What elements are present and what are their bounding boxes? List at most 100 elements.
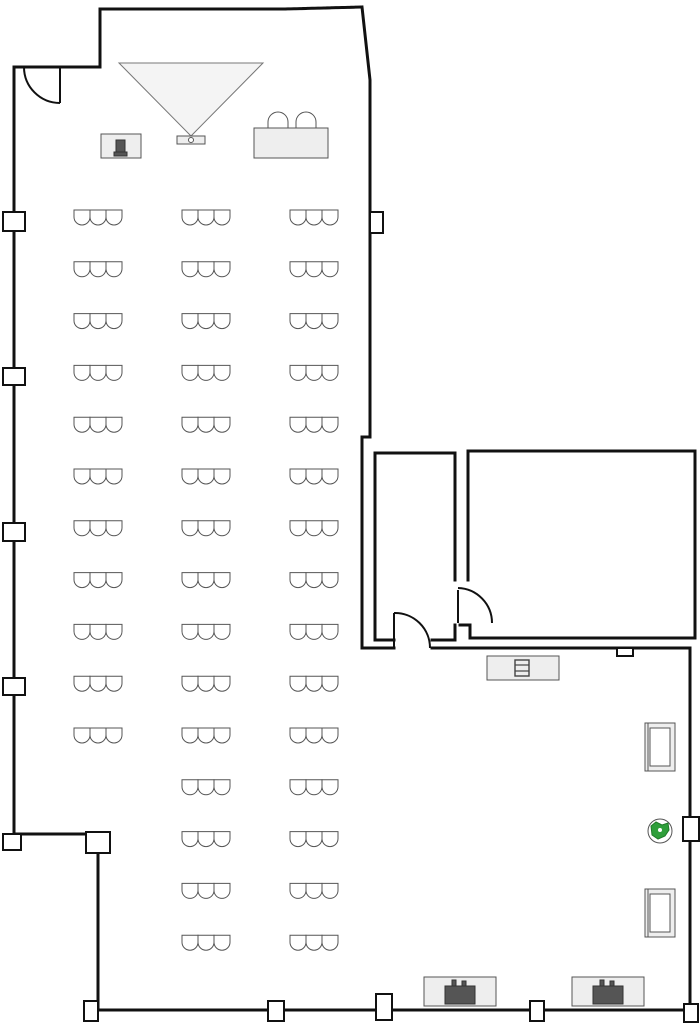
chair-icon[interactable] [213,831,231,848]
chair-icon[interactable] [213,364,231,381]
chair-icon[interactable] [89,675,107,692]
chair-icon[interactable] [289,313,307,330]
chair-icon[interactable] [321,934,339,951]
chair-icon[interactable] [105,572,123,589]
chair-icon[interactable] [181,882,199,899]
chair-icon[interactable] [213,623,231,640]
chair-icon[interactable] [197,934,215,951]
chair-icon[interactable] [89,313,107,330]
chair-icon[interactable] [105,313,123,330]
sofa-icon[interactable] [644,722,676,772]
chair-icon[interactable] [197,520,215,537]
chair-icon[interactable] [305,882,323,899]
chair-icon[interactable] [105,727,123,744]
chair-icon[interactable] [305,779,323,796]
chair-icon[interactable] [321,882,339,899]
chair-icon[interactable] [181,779,199,796]
chair-icon[interactable] [289,364,307,381]
chair-icon[interactable] [181,209,199,226]
chair-icon[interactable] [89,520,107,537]
chair-icon[interactable] [181,313,199,330]
buffet-icon[interactable] [423,976,497,1007]
chair-icon[interactable] [73,261,91,278]
sofa-icon[interactable] [644,888,676,938]
chair-icon[interactable] [213,675,231,692]
chair-icon[interactable] [197,313,215,330]
chair-icon[interactable] [289,623,307,640]
chair-icon[interactable] [181,261,199,278]
chair-icon[interactable] [89,468,107,485]
chair-icon[interactable] [321,572,339,589]
chair-icon[interactable] [73,572,91,589]
chair-icon[interactable] [321,727,339,744]
chair-icon[interactable] [105,468,123,485]
chair-icon[interactable] [213,520,231,537]
chair-icon[interactable] [305,520,323,537]
chair-icon[interactable] [73,520,91,537]
chair-icon[interactable] [305,261,323,278]
chair-icon[interactable] [213,934,231,951]
chair-icon[interactable] [289,209,307,226]
chair-icon[interactable] [197,831,215,848]
headtable-icon[interactable] [253,111,329,159]
door-icon-inner-right[interactable] [457,587,493,624]
chair-icon[interactable] [181,727,199,744]
chair-icon[interactable] [89,261,107,278]
chair-icon[interactable] [89,364,107,381]
chair-icon[interactable] [213,209,231,226]
chair-icon[interactable] [213,882,231,899]
chair-icon[interactable] [181,831,199,848]
chair-icon[interactable] [105,675,123,692]
chair-icon[interactable] [321,364,339,381]
chair-icon[interactable] [305,623,323,640]
chair-icon[interactable] [289,831,307,848]
chair-icon[interactable] [89,209,107,226]
chair-icon[interactable] [73,313,91,330]
chair-icon[interactable] [289,261,307,278]
chair-icon[interactable] [197,468,215,485]
buffet-icon[interactable] [571,976,645,1007]
chair-icon[interactable] [197,416,215,433]
chair-icon[interactable] [197,364,215,381]
projector-icon[interactable] [117,62,265,145]
chair-icon[interactable] [289,416,307,433]
chair-icon[interactable] [289,882,307,899]
chair-icon[interactable] [73,364,91,381]
chair-icon[interactable] [321,623,339,640]
chair-icon[interactable] [289,727,307,744]
chair-icon[interactable] [321,779,339,796]
chair-icon[interactable] [289,779,307,796]
chair-icon[interactable] [181,364,199,381]
chair-icon[interactable] [105,416,123,433]
door-icon-main[interactable] [23,66,61,104]
chair-icon[interactable] [305,364,323,381]
chair-icon[interactable] [197,675,215,692]
chair-icon[interactable] [321,261,339,278]
chair-icon[interactable] [197,727,215,744]
chair-icon[interactable] [305,209,323,226]
chair-icon[interactable] [289,675,307,692]
chair-icon[interactable] [73,623,91,640]
chair-icon[interactable] [321,520,339,537]
chair-icon[interactable] [213,572,231,589]
chair-icon[interactable] [213,416,231,433]
chair-icon[interactable] [73,675,91,692]
chair-icon[interactable] [305,934,323,951]
chair-icon[interactable] [181,520,199,537]
chair-icon[interactable] [289,934,307,951]
chair-icon[interactable] [197,209,215,226]
chair-icon[interactable] [305,831,323,848]
chair-icon[interactable] [105,520,123,537]
chair-icon[interactable] [197,261,215,278]
chair-icon[interactable] [321,313,339,330]
chair-icon[interactable] [197,623,215,640]
chair-icon[interactable] [89,727,107,744]
chair-icon[interactable] [89,416,107,433]
chair-icon[interactable] [213,313,231,330]
chair-icon[interactable] [89,623,107,640]
chair-icon[interactable] [105,261,123,278]
chair-icon[interactable] [73,416,91,433]
chair-icon[interactable] [305,416,323,433]
chair-icon[interactable] [73,727,91,744]
chair-icon[interactable] [213,779,231,796]
